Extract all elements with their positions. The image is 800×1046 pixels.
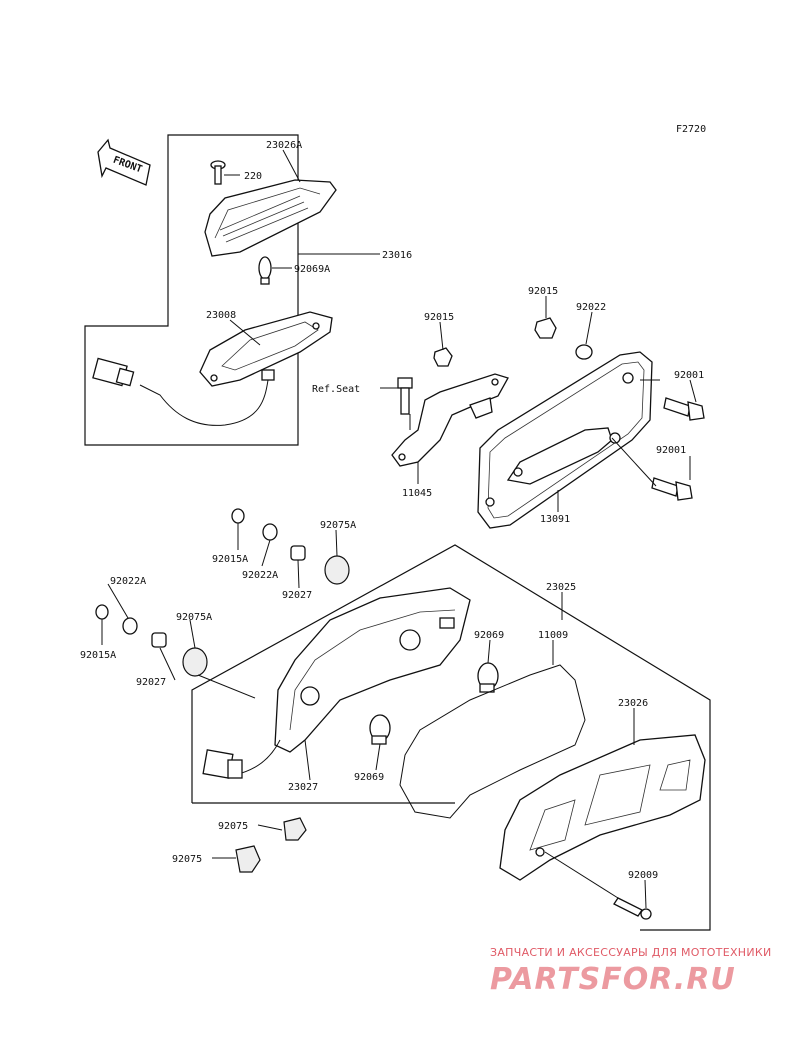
watermark-logo: PARTSFOR.RU — [490, 962, 736, 997]
washer-92022 — [575, 344, 593, 360]
seat-bolt — [397, 377, 413, 415]
label-92015-a: 92015 — [424, 312, 454, 323]
grommet-92075A-left — [182, 647, 208, 677]
label-92075A-top: 92075A — [320, 520, 356, 531]
screw-220 — [210, 160, 226, 185]
license-lamp-group-outline — [84, 134, 299, 446]
taillight-lens-23026 — [499, 734, 706, 881]
taillight-connector — [202, 749, 243, 779]
license-plate-bracket-13091 — [477, 351, 653, 529]
taillight-group-outline — [191, 544, 711, 931]
label-13091: 13091 — [540, 514, 570, 525]
label-92015A-top: 92015A — [212, 554, 248, 565]
label-92027-top: 92027 — [282, 590, 312, 601]
label-92069-right: 92069 — [474, 630, 504, 641]
cap-92075-a — [283, 817, 307, 841]
label-92001-b: 92001 — [656, 445, 686, 456]
label-92069A: 92069A — [294, 264, 330, 275]
label-92015A-left: 92015A — [80, 650, 116, 661]
label-92022: 92022 — [576, 302, 606, 313]
label-92075-a: 92075 — [218, 821, 248, 832]
label-23026: 23026 — [618, 698, 648, 709]
nut-92015A-top — [231, 508, 245, 524]
label-23025: 23025 — [546, 582, 576, 593]
label-11009: 11009 — [538, 630, 568, 641]
bolt-92001-a — [663, 397, 705, 421]
collar-92027-left — [151, 632, 167, 648]
cap-92075-b — [235, 845, 261, 873]
nut-92015A-left — [95, 604, 109, 620]
nut-92015-b — [534, 317, 557, 339]
front-arrow-icon: FRONT — [97, 138, 151, 186]
taillight-housing — [274, 587, 471, 753]
label-92027-left: 92027 — [136, 677, 166, 688]
gasket-11009 — [399, 664, 586, 819]
label-92009: 92009 — [628, 870, 658, 881]
screw-92009 — [613, 897, 652, 920]
label-92022A-top: 92022A — [242, 570, 278, 581]
label-220: 220 — [244, 171, 262, 182]
leader-lines — [101, 149, 697, 909]
label-92069-bottom: 92069 — [354, 772, 384, 783]
label-11045: 11045 — [402, 488, 432, 499]
label-92022A-left: 92022A — [110, 576, 146, 587]
label-23008: 23008 — [206, 310, 236, 321]
bulb-92069-bottom — [369, 714, 391, 745]
figure-code: F2720 — [676, 124, 707, 135]
label-23026A: 23026A — [266, 140, 302, 151]
collar-92027-top — [290, 545, 306, 561]
washer-92022A-left — [122, 617, 138, 635]
license-lamp-housing — [199, 311, 333, 387]
label-92075-b: 92075 — [172, 854, 202, 865]
license-lamp-lens — [204, 179, 337, 257]
label-23027: 23027 — [288, 782, 318, 793]
label-ref-seat: Ref.Seat — [312, 384, 360, 395]
nut-92015-a — [433, 347, 453, 367]
bulb-92069-right — [477, 662, 499, 693]
washer-92022A-top — [262, 523, 278, 541]
bracket-11045 — [391, 373, 509, 467]
lamp-connector — [92, 357, 135, 387]
label-92015-b: 92015 — [528, 286, 558, 297]
bulb-92069A — [258, 256, 272, 285]
watermark-subtitle: ЗАПЧАСТИ И АКСЕССУАРЫ ДЛЯ МОТОТЕХНИКИ — [490, 946, 772, 959]
label-92075A-left: 92075A — [176, 612, 212, 623]
label-23016: 23016 — [382, 250, 412, 261]
grommet-92075A-top — [324, 555, 350, 585]
bolt-92001-b — [651, 477, 693, 501]
label-92001-a: 92001 — [674, 370, 704, 381]
